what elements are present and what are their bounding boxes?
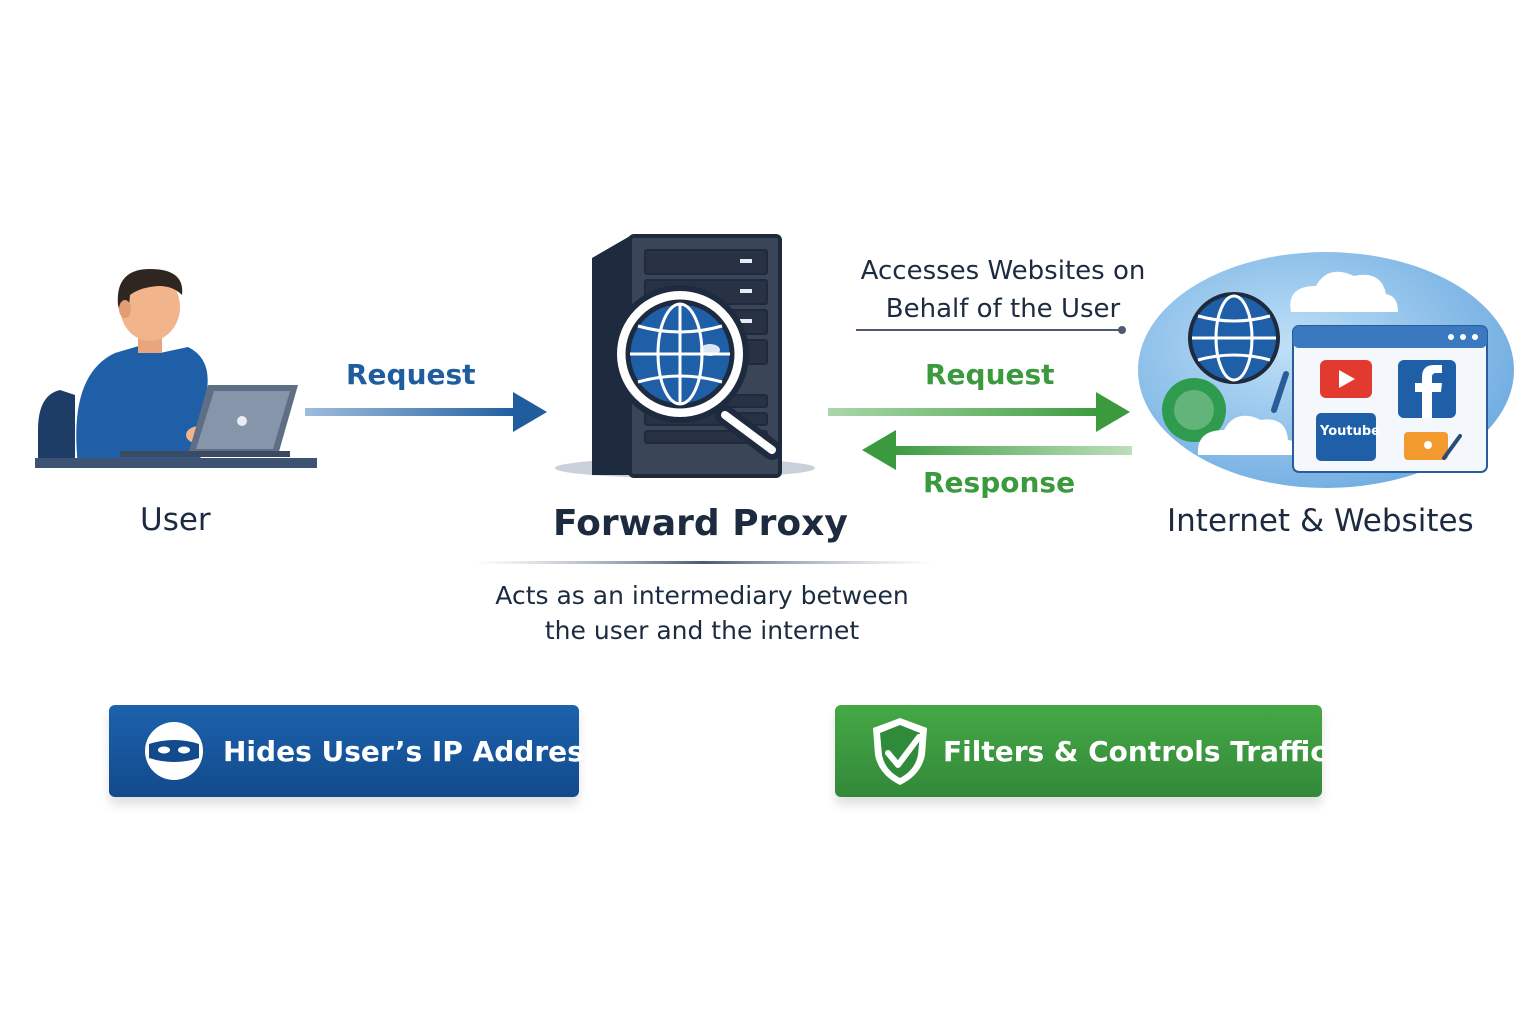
request-label-left: Request xyxy=(346,358,476,391)
proxy-node xyxy=(550,230,830,485)
proxy-description: Acts as an intermediary between the user… xyxy=(495,581,909,645)
hides-ip-badge: Hides User’s IP Address xyxy=(109,705,600,797)
filters-traffic-badge: Filters & Controls Traffic xyxy=(835,705,1327,797)
filters-traffic-label: Filters & Controls Traffic xyxy=(943,734,1327,768)
proxy-divider xyxy=(472,561,934,564)
user-label: User xyxy=(140,502,211,538)
mask-icon xyxy=(143,720,205,782)
request-arrow-to-proxy xyxy=(305,392,547,432)
response-arrow-to-proxy xyxy=(862,430,1132,470)
annotation-underline xyxy=(856,326,1126,334)
user-node xyxy=(30,265,330,475)
response-label: Response xyxy=(923,466,1076,499)
server-magnifier-icon xyxy=(555,234,815,478)
internet-websites-icon xyxy=(1138,252,1514,488)
youtube-tile-text: Youtube xyxy=(1320,424,1380,439)
internet-annotation: Accesses Websites on Behalf of the User xyxy=(860,256,1146,324)
internet-label: Internet & Websites xyxy=(1167,503,1474,539)
user-at-laptop-icon xyxy=(35,269,317,468)
proxy-title: Forward Proxy xyxy=(553,503,848,544)
request-arrow-to-internet xyxy=(828,392,1130,432)
request-label-right: Request xyxy=(925,358,1055,391)
hides-ip-label: Hides User’s IP Address xyxy=(223,734,601,768)
shield-check-icon xyxy=(869,715,931,787)
internet-node: Youtube xyxy=(1136,250,1516,490)
